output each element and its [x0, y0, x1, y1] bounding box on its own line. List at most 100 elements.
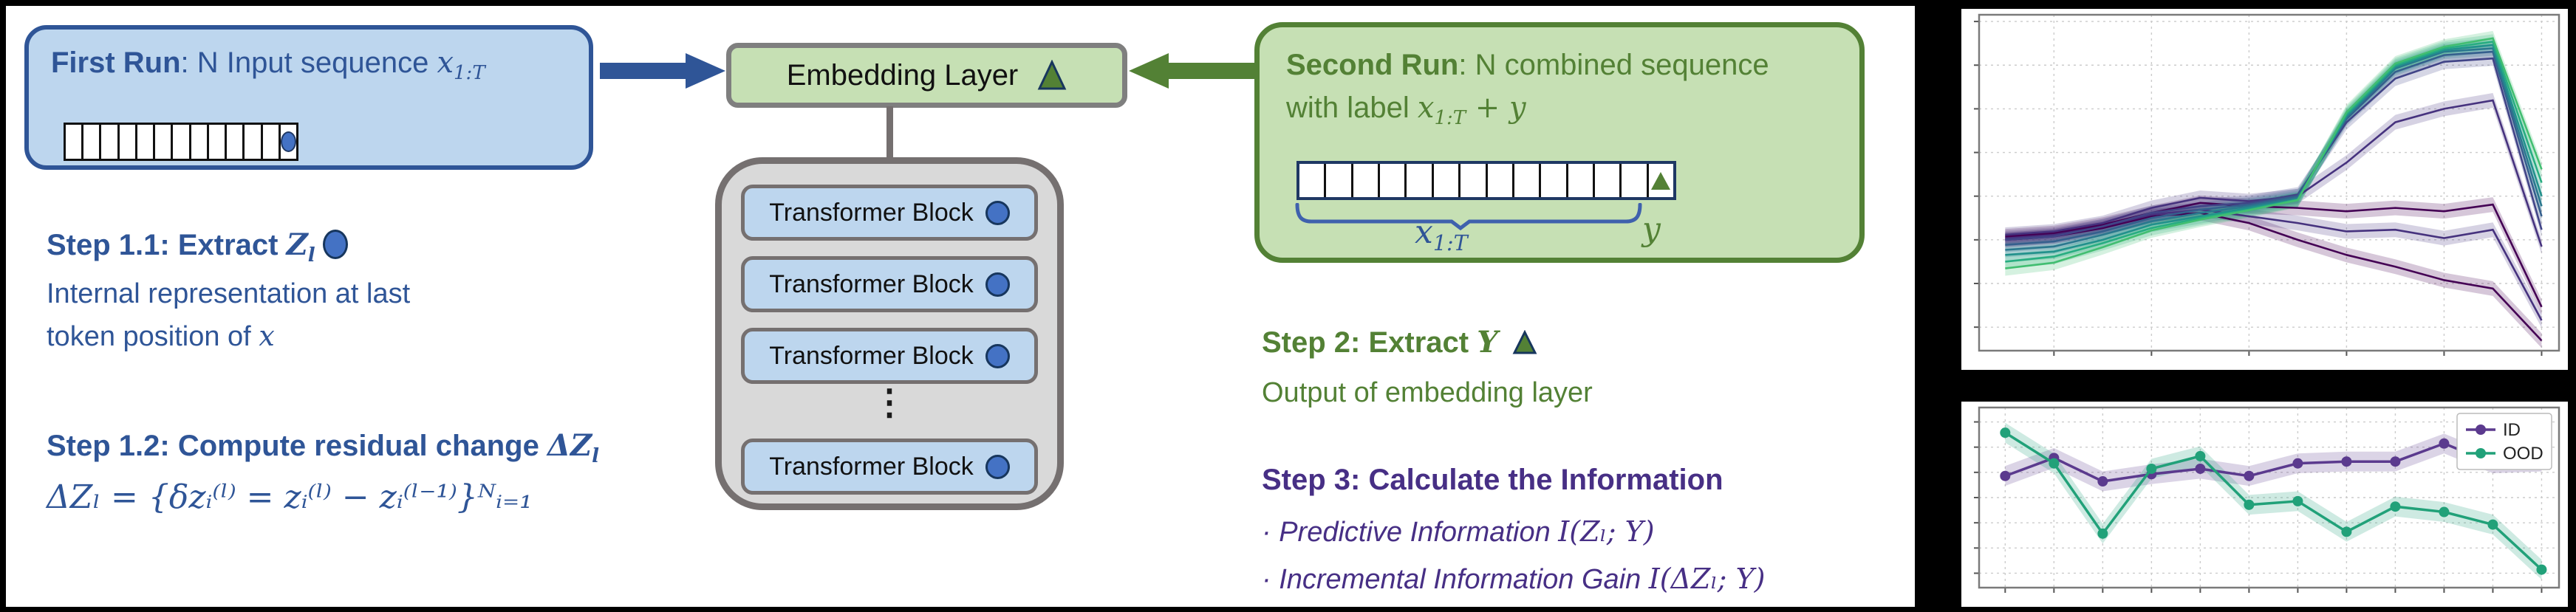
hidden-state-circle-icon [985, 454, 1010, 479]
second-run-box: Second Run: N combined sequence with lab… [1254, 22, 1865, 263]
first-run-title: First Run: N Input sequence x1:T [51, 46, 485, 84]
step-1-2-title: Step 1.2: Compute residual change ΔZl [47, 428, 600, 467]
embedding-triangle-icon [1037, 60, 1067, 90]
xy-sequence-math: x1:T + y [1417, 91, 1526, 129]
ID-line [2004, 441, 2542, 483]
token-cell [1488, 164, 1514, 197]
token-cell [191, 125, 209, 159]
token-cell [280, 125, 296, 159]
y-triangle-icon [1512, 329, 1537, 354]
embedding-layer-label: Embedding Layer [786, 58, 1019, 92]
layer-curve-5-line [2005, 57, 2543, 241]
OOD-marker [2000, 427, 2011, 439]
step-3-title: Step 3: Calculate the Information [1262, 464, 1723, 496]
legend-marker-OOD [2476, 448, 2486, 458]
first-run-arrow-icon [600, 53, 725, 89]
token-cell [1568, 164, 1595, 197]
token-cell [120, 125, 137, 159]
token-cell [245, 125, 263, 159]
brace-label-y: y [1642, 210, 1661, 248]
OOD-marker [2487, 519, 2498, 530]
layer-curve-2-band [2005, 202, 2542, 329]
embedding-layer-box: Embedding Layer [726, 43, 1127, 108]
ID-marker [2000, 470, 2011, 481]
stack-ellipsis: ⋮ [872, 383, 907, 422]
ID-marker [2195, 463, 2206, 474]
token-cell [1541, 164, 1568, 197]
embedding-to-stack-connector [886, 106, 893, 159]
second-run-title-rest: : N combined sequence with label [1286, 49, 1769, 124]
transformer-block-2: Transformer Block [741, 256, 1038, 312]
token-cell [137, 125, 156, 159]
token-cell [263, 125, 281, 159]
OOD-marker [2146, 463, 2157, 474]
ID-marker [2390, 456, 2401, 467]
x-sequence-math: x1:T [437, 46, 485, 84]
token-cell [1353, 164, 1381, 197]
hidden-state-circle-icon [985, 272, 1010, 297]
OOD-marker [2097, 528, 2108, 539]
token-cell [101, 125, 120, 159]
token-cell [1326, 164, 1353, 197]
ID-marker [2244, 470, 2255, 481]
chart-svg [1961, 9, 2568, 370]
layer-curve-10-line [2005, 37, 2543, 269]
token-cell [1649, 164, 1673, 197]
first-run-box: First Run: N Input sequence x1:T [24, 25, 593, 170]
transformer-block-1: Transformer Block [741, 185, 1038, 241]
step-1-2-formula: ΔZₗ = {δzᵢ⁽ˡ⁾ = zᵢ⁽ˡ⁾ − zᵢ⁽ˡ⁻¹⁾}ᴺᵢ₌₁ [47, 478, 533, 516]
token-cell [1460, 164, 1488, 197]
ID-marker [2341, 456, 2352, 467]
OOD-marker [2244, 499, 2255, 510]
legend-marker-ID [2476, 424, 2486, 435]
layer-curve-4-band [2005, 93, 2542, 254]
hidden-state-circle-icon [985, 200, 1010, 225]
layer-curve-1-line [2005, 212, 2543, 342]
OOD-line [2004, 431, 2543, 571]
first-run-title-bold: First Run [51, 47, 181, 79]
step-1-1-title: Step 1.1: Extract Zl [47, 227, 348, 267]
token-cell [1299, 164, 1327, 197]
OOD-marker [2049, 458, 2060, 469]
input-token-strip [64, 123, 298, 161]
token-cell [66, 125, 84, 159]
OOD-marker [2195, 450, 2206, 461]
OOD-marker [2439, 506, 2450, 518]
token-cell [1434, 164, 1461, 197]
transformer-block-n: Transformer Block [741, 439, 1038, 495]
transformer-block-3: Transformer Block [741, 328, 1038, 384]
second-run-title: Second Run: N combined sequence with lab… [1286, 44, 1796, 133]
layer-curve-3-band [2005, 195, 2542, 314]
OOD-marker [2390, 501, 2401, 512]
first-run-title-rest: : N Input sequence [180, 47, 437, 79]
z-token-circle-icon [280, 131, 296, 152]
layer-curve-6-line [2005, 50, 2543, 246]
token-cell [1407, 164, 1434, 197]
ID-marker [2292, 458, 2303, 469]
combined-token-strip [1296, 161, 1676, 200]
y-token-triangle-icon [1651, 171, 1671, 190]
step-1-1-body: Internal representation at last token po… [47, 278, 411, 352]
token-cell [173, 125, 191, 159]
ID-marker [2097, 476, 2108, 487]
brace-label-x: x1:T [1415, 213, 1468, 255]
token-cell [1380, 164, 1407, 197]
token-cell [1514, 164, 1542, 197]
hidden-state-circle-icon [985, 343, 1010, 368]
predictive-information-chart [1961, 9, 2568, 370]
method-diagram-panel: First Run: N Input sequence x1:T Embeddi… [6, 6, 1915, 607]
OOD-marker [2341, 526, 2352, 537]
OOD-marker [2536, 564, 2547, 575]
ID-marker [2439, 438, 2450, 449]
layer-curve-3-line [2005, 202, 2543, 308]
z-circle-icon [322, 230, 348, 259]
sequence-brace-icon [1295, 203, 1642, 231]
step-3-bullet-incremental: · Incremental Information Gain I(ΔZₗ; Y) [1262, 563, 1766, 595]
step-2-body: Output of embedding layer [1262, 377, 1593, 408]
token-cell [1622, 164, 1649, 197]
layer-curve-7-line [2005, 47, 2543, 251]
legend-label-ID: ID [2503, 420, 2521, 440]
